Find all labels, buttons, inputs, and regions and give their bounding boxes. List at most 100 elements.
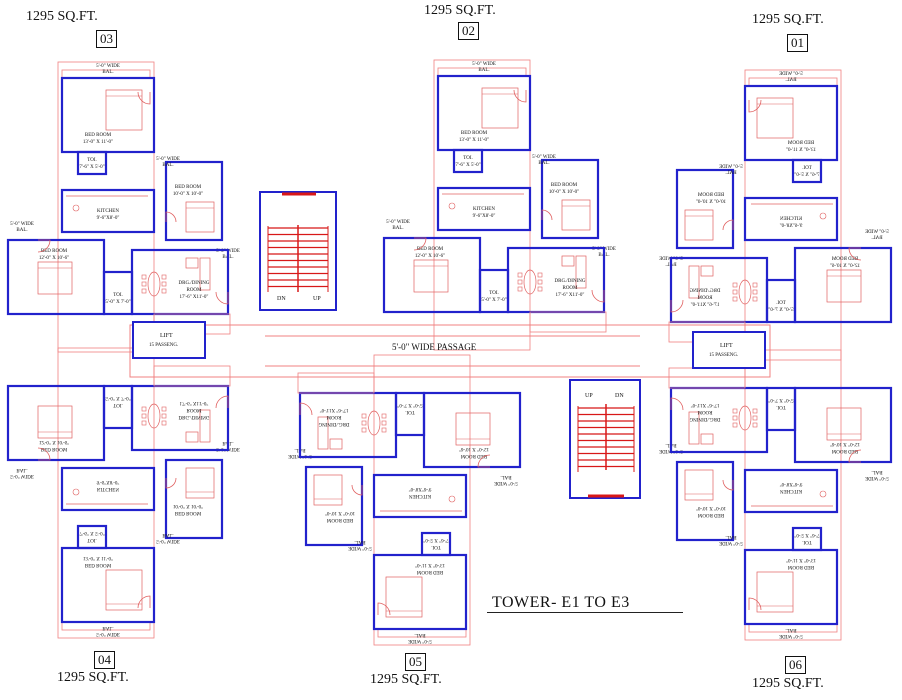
room-label: 12'-0" X 10'-6" bbox=[415, 254, 445, 259]
room-label: 10'-0" X 10'-0" bbox=[173, 503, 203, 508]
room-label: BED ROOM bbox=[416, 569, 443, 574]
room-label: KITCHEN bbox=[780, 217, 802, 222]
door-swing bbox=[377, 602, 391, 616]
chair bbox=[141, 288, 147, 294]
sofa bbox=[688, 411, 700, 445]
room-label: 17'-6" X11'-0" bbox=[180, 400, 209, 405]
chair bbox=[361, 413, 367, 419]
room-label: TOI. bbox=[87, 158, 97, 163]
room-label: 17'-6" X11'-0" bbox=[180, 295, 209, 300]
room-label: BED ROOM bbox=[787, 564, 814, 569]
room-label: BED ROOM bbox=[831, 448, 858, 453]
room-label: 5'-0" X 7'-0" bbox=[105, 300, 130, 305]
room-label: 5'-0" WIDE bbox=[719, 540, 743, 545]
chair bbox=[732, 289, 738, 295]
room-label: TOI. bbox=[802, 539, 812, 544]
room-label: 5'-0" WIDE bbox=[10, 473, 34, 478]
pink-outline bbox=[297, 372, 375, 394]
room-label: BAL. bbox=[354, 539, 365, 544]
room-label: 7'-6" X 5'-0" bbox=[423, 537, 448, 542]
room-label: BED ROOM bbox=[85, 133, 112, 138]
room-label: BAL. bbox=[500, 474, 511, 479]
unit-02-area: 1295 SQ.FT. bbox=[424, 3, 496, 18]
chair bbox=[752, 296, 758, 302]
room-label: BAL. bbox=[16, 467, 27, 472]
door-swing bbox=[848, 247, 862, 261]
room-label: DRG./DINING bbox=[318, 421, 349, 426]
central-core: 5'-0" WIDE PASSAGE LIFT 15 PASSENG. LIFT… bbox=[129, 191, 771, 499]
room-label: 17'-6" X11'-0" bbox=[691, 303, 720, 308]
room-label: 5'-0" WIDE bbox=[408, 638, 432, 643]
bed-fixture bbox=[413, 259, 449, 293]
lift-right bbox=[692, 331, 766, 369]
unit-03-area: 1295 SQ.FT. bbox=[26, 9, 98, 24]
room-label: ROOM bbox=[326, 414, 342, 419]
room-label: BAL. bbox=[725, 534, 736, 539]
bed-fixture bbox=[385, 576, 423, 618]
chair bbox=[752, 422, 758, 428]
door-swing bbox=[670, 299, 684, 313]
unit-04-area: 1295 SQ.FT. bbox=[57, 670, 129, 685]
room-label: DRG./DINING bbox=[555, 279, 586, 284]
room-label: 12'-0" X 10'-6" bbox=[39, 439, 69, 444]
bed-fixture bbox=[756, 97, 794, 139]
sofa bbox=[199, 257, 211, 291]
sofa bbox=[329, 438, 343, 450]
chair bbox=[141, 413, 147, 419]
room-label: TOI. bbox=[463, 156, 473, 161]
room-label: DRG./DINING bbox=[179, 281, 210, 286]
chair bbox=[537, 279, 543, 285]
bed-fixture bbox=[481, 87, 519, 129]
dining-table bbox=[738, 405, 752, 431]
room-label: KITCHEN bbox=[473, 207, 495, 212]
room-label: 9'-6"X8'-0" bbox=[780, 481, 803, 486]
door-swing bbox=[722, 479, 734, 491]
room-label: BAL. bbox=[102, 70, 113, 75]
room-label: BAL. bbox=[785, 78, 796, 83]
door-swing bbox=[670, 397, 684, 411]
room-label: TOI. bbox=[776, 404, 786, 409]
sofa bbox=[700, 265, 714, 277]
lift-left-label: LIFT bbox=[160, 333, 173, 339]
room-label: 5'-0" X 7'-0" bbox=[481, 298, 506, 303]
room-label: TOI. bbox=[776, 301, 786, 306]
room-label: TOI. bbox=[113, 293, 123, 298]
room-label: BED ROOM bbox=[697, 512, 724, 517]
chair bbox=[161, 274, 167, 280]
kitchen-sink bbox=[448, 202, 456, 210]
room-label: ROOM bbox=[186, 407, 202, 412]
chair bbox=[161, 281, 167, 287]
bedroom-2 bbox=[675, 168, 735, 250]
bed-fixture bbox=[105, 89, 143, 131]
tower-title: TOWER- E1 TO E3 bbox=[492, 594, 630, 611]
bed-fixture bbox=[105, 569, 143, 611]
sofa bbox=[199, 409, 211, 443]
sofa bbox=[575, 255, 587, 289]
master-bedroom bbox=[743, 84, 839, 162]
room-label: BED ROOM bbox=[326, 517, 353, 522]
room-label: 13'-0" X 11'-0" bbox=[459, 138, 489, 143]
room-label: 10'-0" X 10'-0" bbox=[696, 200, 726, 205]
room-label: ROOM bbox=[697, 296, 713, 301]
bed-fixture bbox=[37, 261, 73, 295]
chair bbox=[537, 272, 543, 278]
chair bbox=[517, 272, 523, 278]
room-label: 5'-0" X 7'-0" bbox=[768, 397, 793, 402]
room-label: BED ROOM bbox=[175, 185, 202, 190]
room-label: 5'-0" WIDE bbox=[494, 480, 518, 485]
room-label: BED ROOM bbox=[85, 562, 112, 567]
door-swing bbox=[748, 597, 762, 611]
chair bbox=[732, 296, 738, 302]
room-label: 5'-0" WIDE bbox=[10, 222, 34, 227]
room-label: 7'-6" X 5'-0" bbox=[79, 165, 104, 170]
chair bbox=[537, 286, 543, 292]
bedroom-2 bbox=[164, 458, 224, 540]
room-label: ROOM bbox=[186, 288, 202, 293]
door-swing bbox=[848, 449, 862, 463]
stair-right-up: UP bbox=[585, 393, 593, 399]
room-label: BED ROOM bbox=[461, 131, 488, 136]
room-label: 10'-0" X 10'-0" bbox=[549, 190, 579, 195]
